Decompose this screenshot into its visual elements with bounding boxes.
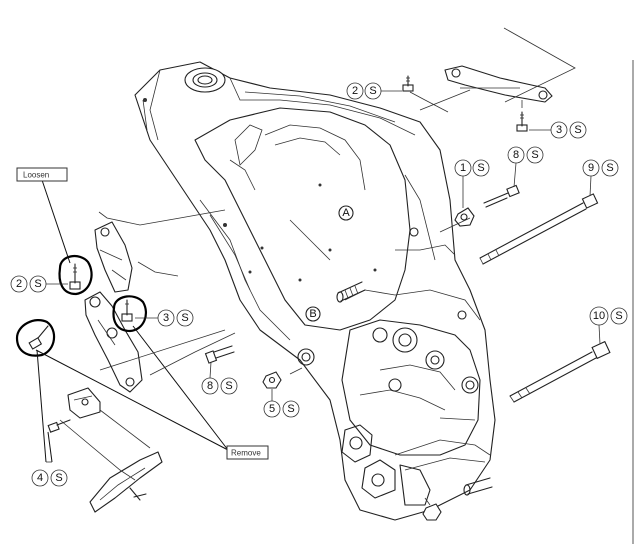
marker-a: A xyxy=(338,205,354,221)
engine-mount-bracket xyxy=(94,221,133,293)
long-bolt-10 xyxy=(509,340,611,403)
callout-1: 1 S xyxy=(454,159,490,208)
bolt-8-center xyxy=(204,345,235,364)
stud-center xyxy=(336,281,366,303)
washer xyxy=(297,348,315,366)
callout-number: 4 xyxy=(37,472,43,484)
bolt-8-right xyxy=(483,184,520,208)
callout-2-left: 2 S xyxy=(10,275,68,293)
callout-number: 2 xyxy=(352,85,358,97)
callout-4: 4 S xyxy=(31,461,68,487)
callout-3-left: 3 S xyxy=(135,309,194,327)
bolt-upper-3 xyxy=(516,111,528,132)
remove-label-box: Remove xyxy=(226,445,269,460)
nut-bottom xyxy=(422,503,442,521)
callout-unit: S xyxy=(574,124,581,136)
bolt-left-loosen xyxy=(69,263,81,290)
bolt-left-remove xyxy=(121,299,133,322)
callout-unit: S xyxy=(225,380,232,392)
callout-number: 8 xyxy=(513,149,519,161)
highlight-loosen xyxy=(58,254,93,296)
marker-b: B xyxy=(305,306,321,322)
callout-unit: S xyxy=(477,162,484,174)
callout-8-center: 8 S xyxy=(201,361,238,395)
callout-unit: S xyxy=(606,162,613,174)
nut-5 xyxy=(262,371,282,389)
callout-9: 9 S xyxy=(582,159,619,197)
loosen-label: Loosen xyxy=(23,171,49,180)
callout-number: 10 xyxy=(593,310,605,322)
nut-1 xyxy=(454,207,475,227)
callout-5: 5 S xyxy=(263,389,300,418)
long-bolt-9 xyxy=(479,193,599,265)
remove-label: Remove xyxy=(231,449,261,458)
bolt-left-4 xyxy=(28,325,49,350)
stud-bottom xyxy=(463,477,493,496)
loosen-label-box: Loosen xyxy=(16,167,68,182)
main-frame xyxy=(134,61,496,521)
callout-number: 5 xyxy=(269,403,275,415)
footrest-bracket xyxy=(84,291,143,393)
callout-number: 1 xyxy=(460,162,466,174)
callout-number: 3 xyxy=(556,124,562,136)
callout-unit: S xyxy=(34,278,41,290)
callout-2-upper: 2 S xyxy=(346,82,402,100)
callout-number: 2 xyxy=(16,278,22,290)
callout-10: 10 S xyxy=(589,306,628,345)
callout-number: 3 xyxy=(163,312,169,324)
callout-3-upper: 3 S xyxy=(529,121,587,139)
svg-text:B: B xyxy=(309,308,316,320)
svg-text:A: A xyxy=(342,207,350,219)
small-bracket xyxy=(67,387,101,419)
highlight-bolt-4 xyxy=(15,319,56,357)
callout-unit: S xyxy=(287,403,294,415)
callout-number: 9 xyxy=(588,162,594,174)
callout-unit: S xyxy=(615,310,622,322)
callout-unit: S xyxy=(55,472,62,484)
callout-number: 8 xyxy=(207,380,213,392)
highlight-remove xyxy=(112,295,147,333)
upper-bracket xyxy=(444,65,553,103)
callout-unit: S xyxy=(181,312,188,324)
callout-unit: S xyxy=(531,149,538,161)
leader-lines xyxy=(35,27,576,506)
callout-unit: S xyxy=(369,85,376,97)
bolt-upper-2 xyxy=(402,75,414,92)
callout-8-right: 8 S xyxy=(507,146,544,188)
chain-guard xyxy=(89,451,163,513)
